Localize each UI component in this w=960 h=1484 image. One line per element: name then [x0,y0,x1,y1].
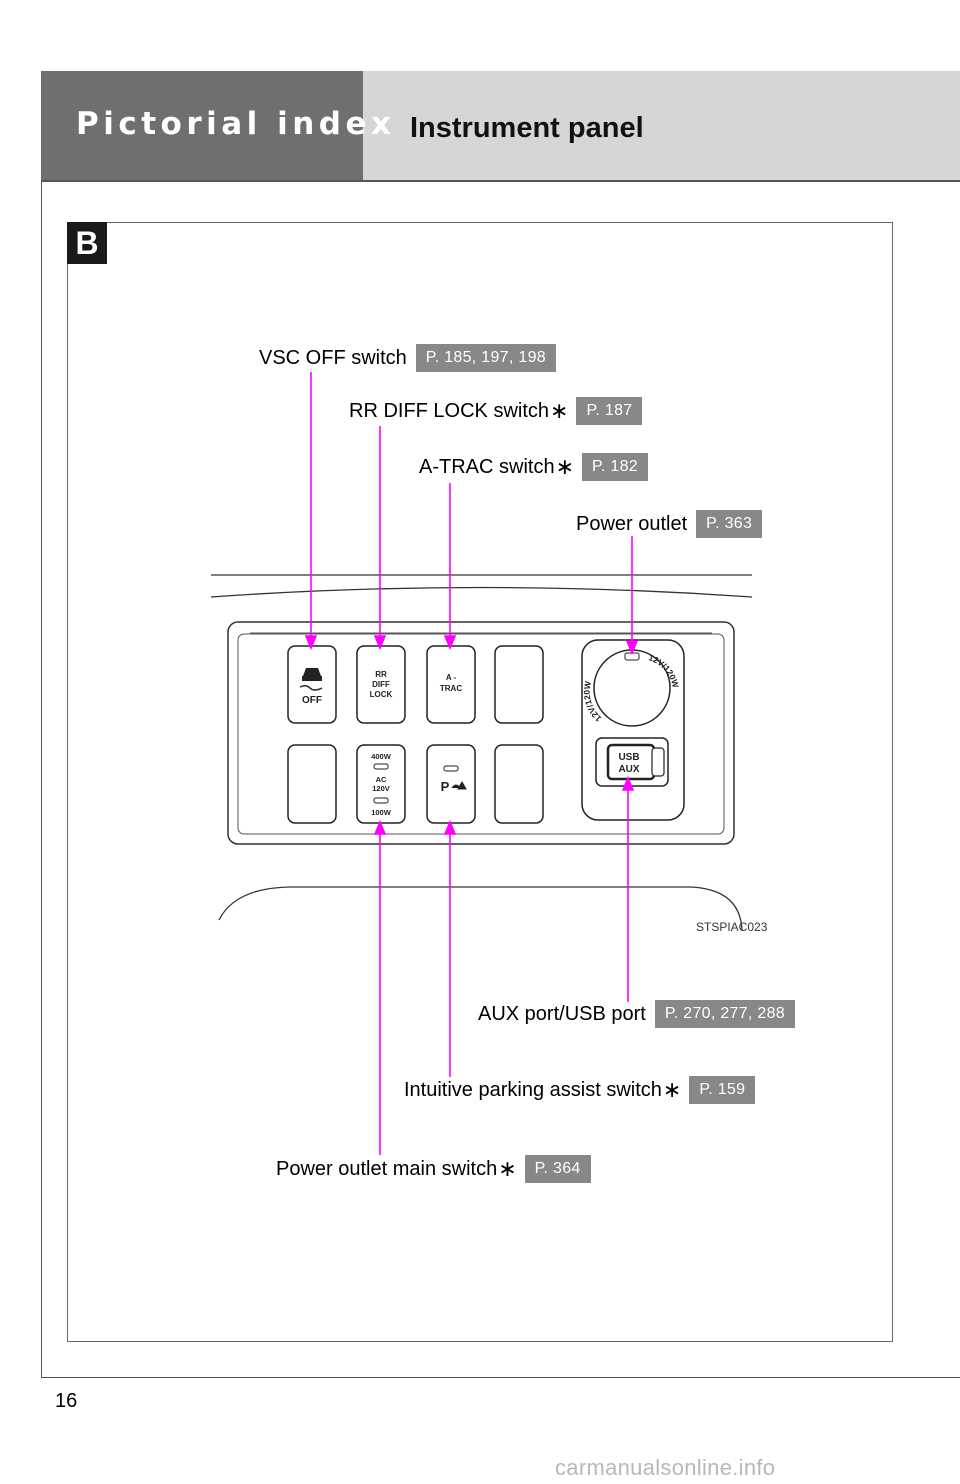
vsc-switch-label: OFF [302,695,322,706]
page-ref-link[interactable]: P. 363 [696,510,763,538]
figure-box [67,222,893,1342]
svg-text:400W: 400W [371,752,392,761]
page-ref-link[interactable]: P. 187 [576,397,643,425]
figure-code: STSPIAC023 [696,920,768,934]
page-ref-link[interactable]: P. 364 [524,1155,591,1183]
vsc-car-icon [299,668,323,691]
svg-text:120V: 120V [372,784,390,793]
svg-text:LOCK: LOCK [370,690,393,699]
page-heading: Instrument panel [410,112,644,144]
svg-text:USB: USB [618,752,639,763]
watermark: carmanualsonline.info [555,1455,776,1480]
parking-sensor-icon [451,780,467,790]
callout-aux-usb-port: AUX port/USB port P. 270, 277, 288 [478,1000,796,1028]
callout-rr-diff-lock-switch: RR DIFF LOCK switch ∗ P. 187 [349,397,643,425]
page-header-bar [363,71,960,181]
svg-text:DIFF: DIFF [372,680,390,689]
section-header-tab [41,71,363,181]
page-ref-link[interactable]: P. 182 [582,453,649,481]
svg-text:AUX: AUX [618,764,639,775]
callout-power-outlet: Power outlet P. 363 [576,510,763,538]
parking-switch-label: P [441,779,450,794]
svg-text:TRAC: TRAC [440,684,462,693]
page-ref-link[interactable]: P. 159 [689,1076,756,1104]
callout-power-outlet-main-switch: Power outlet main switch ∗ P. 364 [276,1155,591,1183]
page-number: 16 [55,1390,78,1412]
leader-lines [304,372,639,1155]
blank-switch-left [287,744,337,824]
svg-text:A -: A - [446,673,457,682]
blank-switch-top [494,645,544,724]
svg-text:AC: AC [376,775,387,784]
callout-parking-assist-switch: Intuitive parking assist switch ∗ P. 159 [404,1076,756,1104]
callout-vsc-off-switch: VSC OFF switch P. 185, 197, 198 [259,344,556,372]
parking-assist-switch [426,744,476,824]
page-ref-link[interactable]: P. 185, 197, 198 [415,344,556,372]
page-ref-link[interactable]: P. 270, 277, 288 [654,1000,796,1028]
blank-switch-right [494,744,544,824]
svg-text:RR: RR [375,670,387,679]
callout-a-trac-switch: A-TRAC switch ∗ P. 182 [419,453,649,481]
svg-text:100W: 100W [371,808,392,817]
vsc-off-switch [287,645,337,724]
section-title: Pictorial index [76,106,396,142]
header-divider [41,180,960,182]
section-letter-badge: B [67,222,107,264]
